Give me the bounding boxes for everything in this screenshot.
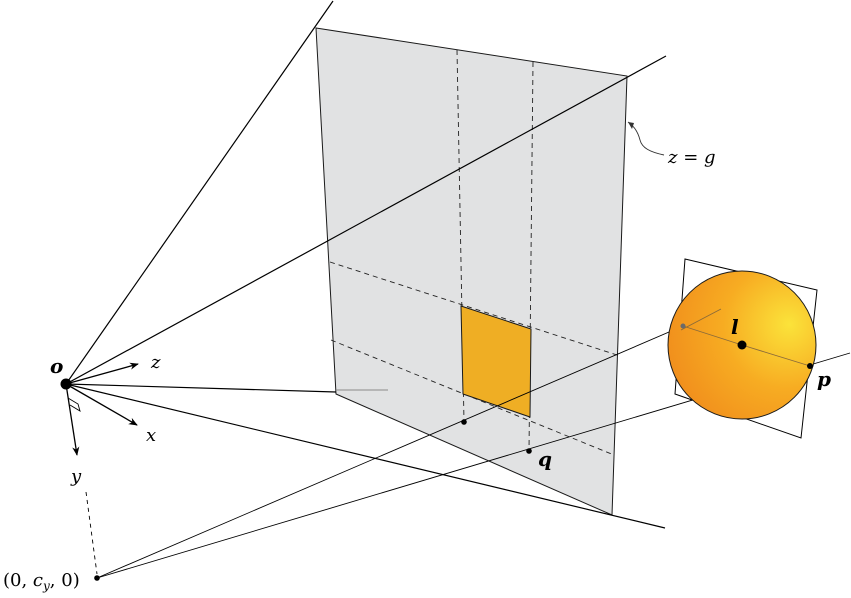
point-q bbox=[526, 448, 532, 454]
point-sphere-left bbox=[680, 323, 686, 329]
frustum-line-top bbox=[65, 0, 334, 385]
camera-axes bbox=[65, 362, 139, 456]
frustum-lines bbox=[65, 0, 667, 529]
frustum-line-upper bbox=[65, 55, 667, 385]
frustum-line-lower bbox=[65, 383, 666, 529]
label-point-c-subscript: y bbox=[42, 579, 50, 593]
axis-x-arrow bbox=[65, 383, 138, 426]
grid-horizontal-2 bbox=[330, 339, 615, 456]
label-point-c-open: (0, bbox=[3, 570, 33, 591]
label-origin: o bbox=[50, 354, 63, 378]
axis-z-arrow bbox=[65, 362, 139, 385]
point-grid-intersection bbox=[461, 419, 467, 425]
label-plane-z-equals-g: z = g bbox=[667, 147, 716, 168]
image-plane bbox=[315, 27, 628, 516]
sphere-radius-line bbox=[741, 344, 811, 367]
label-axis-x: x bbox=[146, 425, 156, 446]
point-p bbox=[807, 363, 813, 369]
label-point-c-close: , 0) bbox=[50, 570, 80, 591]
sphere-back-edge bbox=[680, 308, 722, 331]
sphere-guides bbox=[680, 308, 811, 367]
optical-axis bbox=[65, 383, 337, 393]
axis-y-arrow bbox=[65, 383, 80, 456]
label-point-c: (0, cy, 0) bbox=[3, 570, 80, 593]
label-point-c-var: c bbox=[33, 570, 43, 591]
sphere-guide-line bbox=[682, 325, 743, 346]
point-c bbox=[94, 575, 100, 581]
plane-label-callout-arrow bbox=[628, 122, 634, 129]
label-point-l: l bbox=[731, 315, 739, 339]
ray-to-sphere-left bbox=[96, 325, 684, 579]
pixel-patch bbox=[460, 305, 532, 418]
label-point-q: q bbox=[538, 447, 552, 471]
point-l bbox=[737, 340, 747, 350]
label-axis-y: y bbox=[70, 466, 82, 487]
plane-label-callout bbox=[627, 121, 665, 156]
right-angle-mark bbox=[67, 397, 81, 412]
label-axis-z: z bbox=[150, 352, 161, 373]
label-point-p: p bbox=[817, 367, 831, 391]
y-axis-dashed-extension bbox=[85, 491, 98, 575]
